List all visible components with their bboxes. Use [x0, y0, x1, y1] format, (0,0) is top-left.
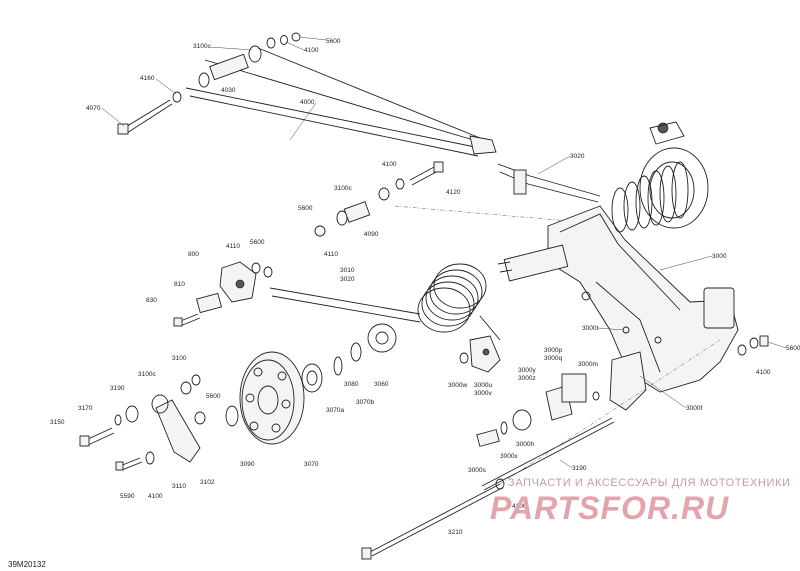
callout: 4110 — [226, 243, 240, 250]
upper-left-bracket — [173, 261, 273, 327]
lower-left-arm — [79, 374, 206, 471]
upper-rod-assembly — [117, 32, 581, 237]
callout: 830 — [146, 297, 157, 304]
rod-top — [257, 47, 481, 139]
callout: 3000m — [578, 361, 598, 368]
callout: 4000 — [300, 99, 315, 106]
callout: 3190 — [572, 465, 587, 472]
callout: 4090 — [364, 231, 379, 238]
callout: 3070b — [356, 399, 374, 406]
callout: 5600 — [206, 393, 221, 400]
callout: 3000t — [582, 325, 598, 332]
callout: 5600 — [786, 345, 800, 352]
callout: 3090 — [240, 461, 255, 468]
rod-3020 — [497, 163, 601, 203]
callout: 3000q — [544, 355, 562, 362]
callout: 3000u — [474, 382, 492, 389]
shaft — [503, 244, 569, 282]
callout: 3100c — [334, 185, 352, 192]
callout: 4030 — [221, 87, 236, 94]
block-right — [703, 287, 735, 329]
callout: 3110 — [172, 483, 186, 490]
callout: 4120 — [446, 189, 461, 196]
callout: 4070 — [86, 105, 101, 112]
callout: 810 — [174, 281, 185, 288]
rod-end — [469, 135, 497, 155]
rod-3210 — [369, 483, 503, 557]
arm-3110 — [155, 399, 201, 463]
callout: 4100 — [304, 47, 319, 54]
shock-spring — [611, 121, 709, 233]
callout-labels: 3100c 5600 4100 4030 4160 4070 4000 3020… — [50, 38, 800, 536]
washer-3060 — [367, 323, 397, 353]
bushing-4030 — [209, 53, 249, 81]
rod-3190 — [481, 417, 615, 491]
spring-arm — [269, 287, 421, 323]
callout: 3060 — [374, 381, 389, 388]
callout: 3100c — [193, 43, 211, 50]
plate-3000f — [609, 351, 647, 411]
callout: 4100 — [512, 503, 527, 510]
block-3000m — [561, 373, 587, 403]
callout: 4100 — [148, 493, 163, 500]
callout: 3000w — [448, 382, 467, 389]
callout: 5600 — [326, 38, 341, 45]
callout: 3020 — [570, 153, 585, 160]
torsion-spring — [269, 263, 501, 341]
callout: 5600 — [250, 239, 265, 246]
main-frame — [497, 121, 769, 411]
callout: 4160 — [140, 75, 155, 82]
watermark-logo: PARTSFOR.RU — [490, 490, 730, 526]
bolt-3150 — [85, 427, 115, 446]
drawing-code-label: 39M20132 — [8, 560, 46, 569]
callout: 3000f — [686, 405, 702, 412]
lower-rods — [361, 339, 721, 560]
callout: 3010 — [340, 267, 355, 274]
frame-3000 — [547, 205, 739, 393]
callout: 3080 — [344, 381, 359, 388]
leader-lines — [101, 36, 787, 469]
callout: 4100 — [756, 369, 771, 376]
callout: 3170 — [78, 405, 93, 412]
callout: 3100c — [138, 371, 156, 378]
callout: 5590 — [120, 493, 135, 500]
callout: 3000p — [544, 347, 562, 354]
callout: 3070a — [326, 407, 344, 414]
callout: 3000z — [518, 375, 536, 382]
watermark-tagline: ЗАПЧАСТИ И АКСЕССУАРЫ ДЛЯ МОТОТЕХНИКИ — [508, 477, 791, 489]
callout: 3000v — [474, 390, 492, 397]
spacer-3090 — [225, 405, 239, 427]
callout: 3000h — [516, 441, 534, 448]
bolt-4120 — [409, 165, 439, 186]
bolt-4070 — [123, 99, 173, 134]
rod-4000 — [185, 87, 481, 157]
callout: 3000y — [518, 367, 536, 374]
bearing-3070a — [301, 363, 323, 393]
callout: 3100 — [172, 355, 187, 362]
callout: 3000 — [712, 253, 727, 260]
callout: 3190 — [110, 385, 125, 392]
nut-5600 — [314, 225, 326, 237]
callout: 4100 — [382, 161, 397, 168]
callout: 4110 — [324, 251, 338, 258]
callout: 3150 — [50, 419, 65, 426]
callout: 3070 — [304, 461, 319, 468]
callout: 3000x — [500, 453, 518, 460]
callout: 800 — [188, 251, 199, 258]
callout: 5600 — [298, 205, 313, 212]
idler-wheel-3070 — [225, 323, 397, 445]
callout: 3020 — [340, 276, 355, 283]
center-bracket-3000w — [459, 335, 600, 447]
callout: 3210 — [448, 529, 463, 536]
callout: 3102 — [200, 479, 215, 486]
callout: 3000s — [468, 467, 486, 474]
